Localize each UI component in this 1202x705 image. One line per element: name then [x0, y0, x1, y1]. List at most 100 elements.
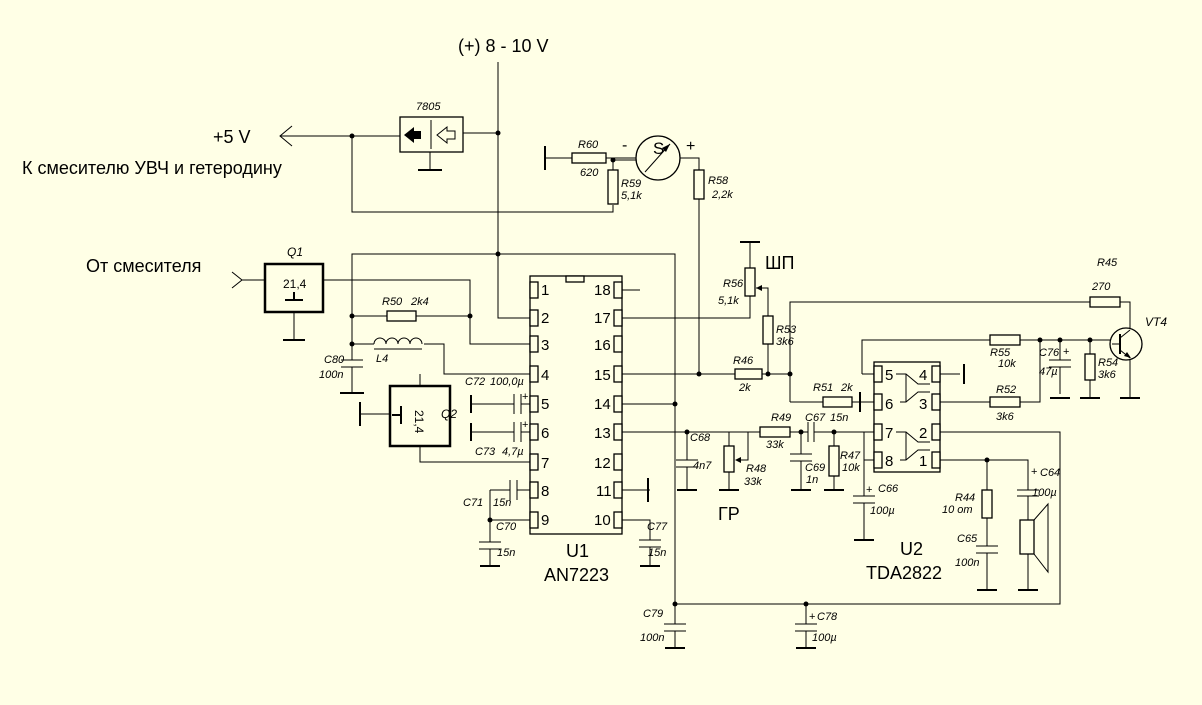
speaker-icon: [1019, 502, 1049, 574]
r44-value: 10 om: [942, 504, 973, 516]
c65-ref: C65: [957, 533, 978, 545]
u2-pin-7: 7: [885, 425, 893, 442]
c78-ref: C78: [817, 611, 838, 623]
c70-ref: C70: [496, 521, 517, 533]
to-mixer-label: К смесителю УВЧ и гетеродину: [22, 158, 282, 178]
capacitor-plates: + + + + + +: [509, 346, 1069, 623]
c68-value: 4n7: [693, 460, 712, 472]
l4-ref: L4: [376, 353, 388, 365]
svg-text:+: +: [866, 484, 872, 496]
svg-text:+: +: [522, 419, 528, 431]
r45-value: 270: [1091, 281, 1111, 293]
q1-freq: 21,4: [283, 277, 307, 291]
c72-value: 100,0µ: [490, 376, 524, 388]
c79-ref: C79: [643, 608, 663, 620]
c66-value: 100µ: [870, 505, 895, 517]
meter-minus-label: -: [622, 137, 627, 154]
regulator-label: 7805: [416, 101, 441, 113]
signal-meter: S - +: [622, 135, 695, 181]
u1-pin-15: 15: [594, 367, 611, 384]
c80-ref: C80: [324, 354, 345, 366]
c68-ref: C68: [690, 432, 711, 444]
u1-pin-4: 4: [541, 367, 549, 384]
ground-symbols: [283, 146, 1140, 649]
c77-ref: C77: [647, 521, 668, 533]
r53-ref: R53: [776, 324, 797, 336]
u2-pin-2: 2: [919, 425, 927, 442]
supply-label: (+) 8 - 10 V: [458, 36, 549, 56]
r60-value: 620: [580, 167, 599, 179]
u1-pin-3: 3: [541, 337, 549, 354]
amp-b-triangle-icon: [896, 431, 930, 461]
capacitor-labels: C80 100n C72 100,0µ C73 4,7µ C71 15n C70…: [319, 347, 1060, 644]
r54-value: 3k6: [1098, 369, 1117, 381]
c72-ref: C72: [465, 376, 485, 388]
u1-pin-2: 2: [541, 310, 549, 327]
r50-value: 2k4: [410, 296, 429, 308]
c69-ref: C69: [805, 462, 825, 474]
crystal-q2: Q2 21,4: [388, 384, 457, 448]
r56-value: 5,1k: [718, 295, 739, 307]
q1-ref: Q1: [287, 245, 303, 259]
r48-ref: R48: [746, 463, 767, 475]
q2-ref: Q2: [441, 407, 457, 421]
svg-text:+: +: [1031, 466, 1037, 478]
u1-pin-17: 17: [594, 310, 611, 327]
gr-label: ГР: [718, 504, 740, 524]
r47-value: 10k: [842, 462, 860, 474]
u1-pin-1: 1: [541, 282, 549, 299]
r58-value: 2,2k: [711, 189, 733, 201]
r49-ref: R49: [771, 412, 791, 424]
u1-pin-5: 5: [541, 396, 549, 413]
r58-ref: R58: [708, 175, 729, 187]
r54-ref: R54: [1098, 357, 1118, 369]
r47-ref: R47: [840, 450, 861, 462]
regulator-7805: 7805: [399, 101, 464, 153]
c76-ref: C76: [1039, 347, 1060, 359]
u1-pin-7: 7: [541, 455, 549, 472]
c73-value: 4,7µ: [502, 446, 524, 458]
u1-pin-11: 11: [596, 483, 612, 500]
u1-pin-6: 6: [541, 425, 549, 442]
u2-pin-6: 6: [885, 396, 893, 413]
r59-ref: R59: [621, 178, 641, 190]
u2-ref: U2: [900, 539, 923, 559]
r55-ref: R55: [990, 347, 1011, 359]
inductor-l4: L4: [373, 337, 423, 365]
r55-value: 10k: [998, 358, 1016, 370]
u2-pin-8: 8: [885, 453, 893, 470]
u1-pin-18: 18: [594, 282, 611, 299]
u1-pin-16: 16: [594, 337, 611, 354]
u1-pin-12: 12: [594, 455, 611, 472]
c66-ref: C66: [878, 483, 899, 495]
u1-pin-8: 8: [541, 483, 549, 500]
ic-u1: 1 2 3 4 5 6 7 8 9 18 17 16 15 14 13 12 1…: [529, 275, 623, 585]
r51-ref: R51: [813, 382, 833, 394]
arrow-left-icon: [404, 127, 421, 143]
from-mixer-label: От смесителя: [86, 256, 201, 276]
shp-label: ШП: [765, 253, 794, 273]
arrow-left-icon: [279, 125, 293, 147]
c71-ref: C71: [463, 497, 483, 509]
r46-value: 2k: [738, 382, 751, 394]
resistors: R60 620 R59 5,1k R58 2,2k R50 2k4 R56 5,…: [382, 139, 1121, 519]
u1-pin-10: 10: [594, 512, 611, 529]
r48-value: 33k: [744, 476, 762, 488]
svg-text:+: +: [1063, 346, 1069, 358]
r44-ref: R44: [955, 492, 975, 504]
r53-value: 3k6: [776, 336, 795, 348]
u1-pin-13: 13: [594, 425, 611, 442]
ic-u2: 5 6 7 8 4 3 2 1 U2 TDA2822: [866, 361, 942, 583]
c76-value: 47µ: [1039, 366, 1058, 378]
r45-ref: R45: [1097, 257, 1118, 269]
meter-s-label: S: [653, 139, 664, 158]
amp-a-triangle-icon: [896, 373, 930, 403]
u1-pins: 1 2 3 4 5 6 7 8 9 18 17 16 15 14 13 12 1…: [529, 281, 623, 529]
c64-value: 100µ: [1032, 487, 1057, 499]
vt4-ref: VT4: [1145, 315, 1167, 329]
c78-value: 100µ: [812, 632, 837, 644]
u1-part: AN7223: [544, 565, 609, 585]
r51-value: 2k: [840, 382, 853, 394]
u1-pin-14: 14: [594, 396, 611, 413]
